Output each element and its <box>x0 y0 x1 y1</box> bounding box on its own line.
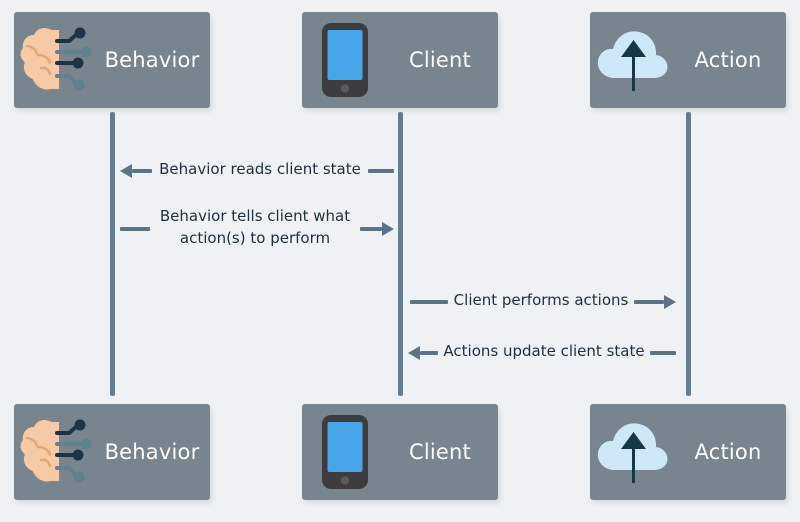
participant-label: Action <box>694 440 762 464</box>
arrow-line-right-segment <box>368 169 394 173</box>
participant-label: Client <box>409 440 471 464</box>
cloud-upload-icon <box>590 12 676 108</box>
arrow-line-right-segment <box>634 300 664 304</box>
arrow-line-right-segment <box>360 227 382 231</box>
arrow-head-left-icon <box>408 346 420 360</box>
lifeline-action <box>686 112 691 396</box>
message-label: Behavior reads client state <box>159 160 361 178</box>
participant-action-bottom[interactable]: Action <box>590 404 786 500</box>
participant-behavior-bottom[interactable]: Behavior <box>14 404 210 500</box>
brain-icon <box>14 404 100 500</box>
arrow-line-left-segment <box>410 300 448 304</box>
arrow-line-right-segment <box>650 351 676 355</box>
participant-label: Behavior <box>104 440 200 464</box>
message-label: Client performs actions <box>453 291 629 309</box>
participant-client-bottom[interactable]: Client <box>302 404 498 500</box>
smartphone-icon <box>302 404 388 500</box>
lifeline-client <box>398 112 403 396</box>
arrow-line-left-segment <box>420 351 438 355</box>
smartphone-icon <box>302 12 388 108</box>
arrow-line-left-segment <box>132 169 152 173</box>
participant-label: Action <box>694 48 762 72</box>
arrow-head-right-icon <box>382 222 394 236</box>
participant-action-top[interactable]: Action <box>590 12 786 108</box>
arrow-head-right-icon <box>664 295 676 309</box>
participant-behavior-top[interactable]: Behavior <box>14 12 210 108</box>
arrow-line-left-segment <box>120 227 150 231</box>
message-label: Behavior tells client what action(s) to … <box>159 207 351 247</box>
arrow-head-left-icon <box>120 164 132 178</box>
cloud-upload-icon <box>590 404 676 500</box>
message-label: Actions update client state <box>443 342 645 360</box>
lifeline-behavior <box>110 112 115 396</box>
participant-client-top[interactable]: Client <box>302 12 498 108</box>
participant-label: Behavior <box>104 48 200 72</box>
brain-icon <box>14 12 100 108</box>
participant-label: Client <box>409 48 471 72</box>
